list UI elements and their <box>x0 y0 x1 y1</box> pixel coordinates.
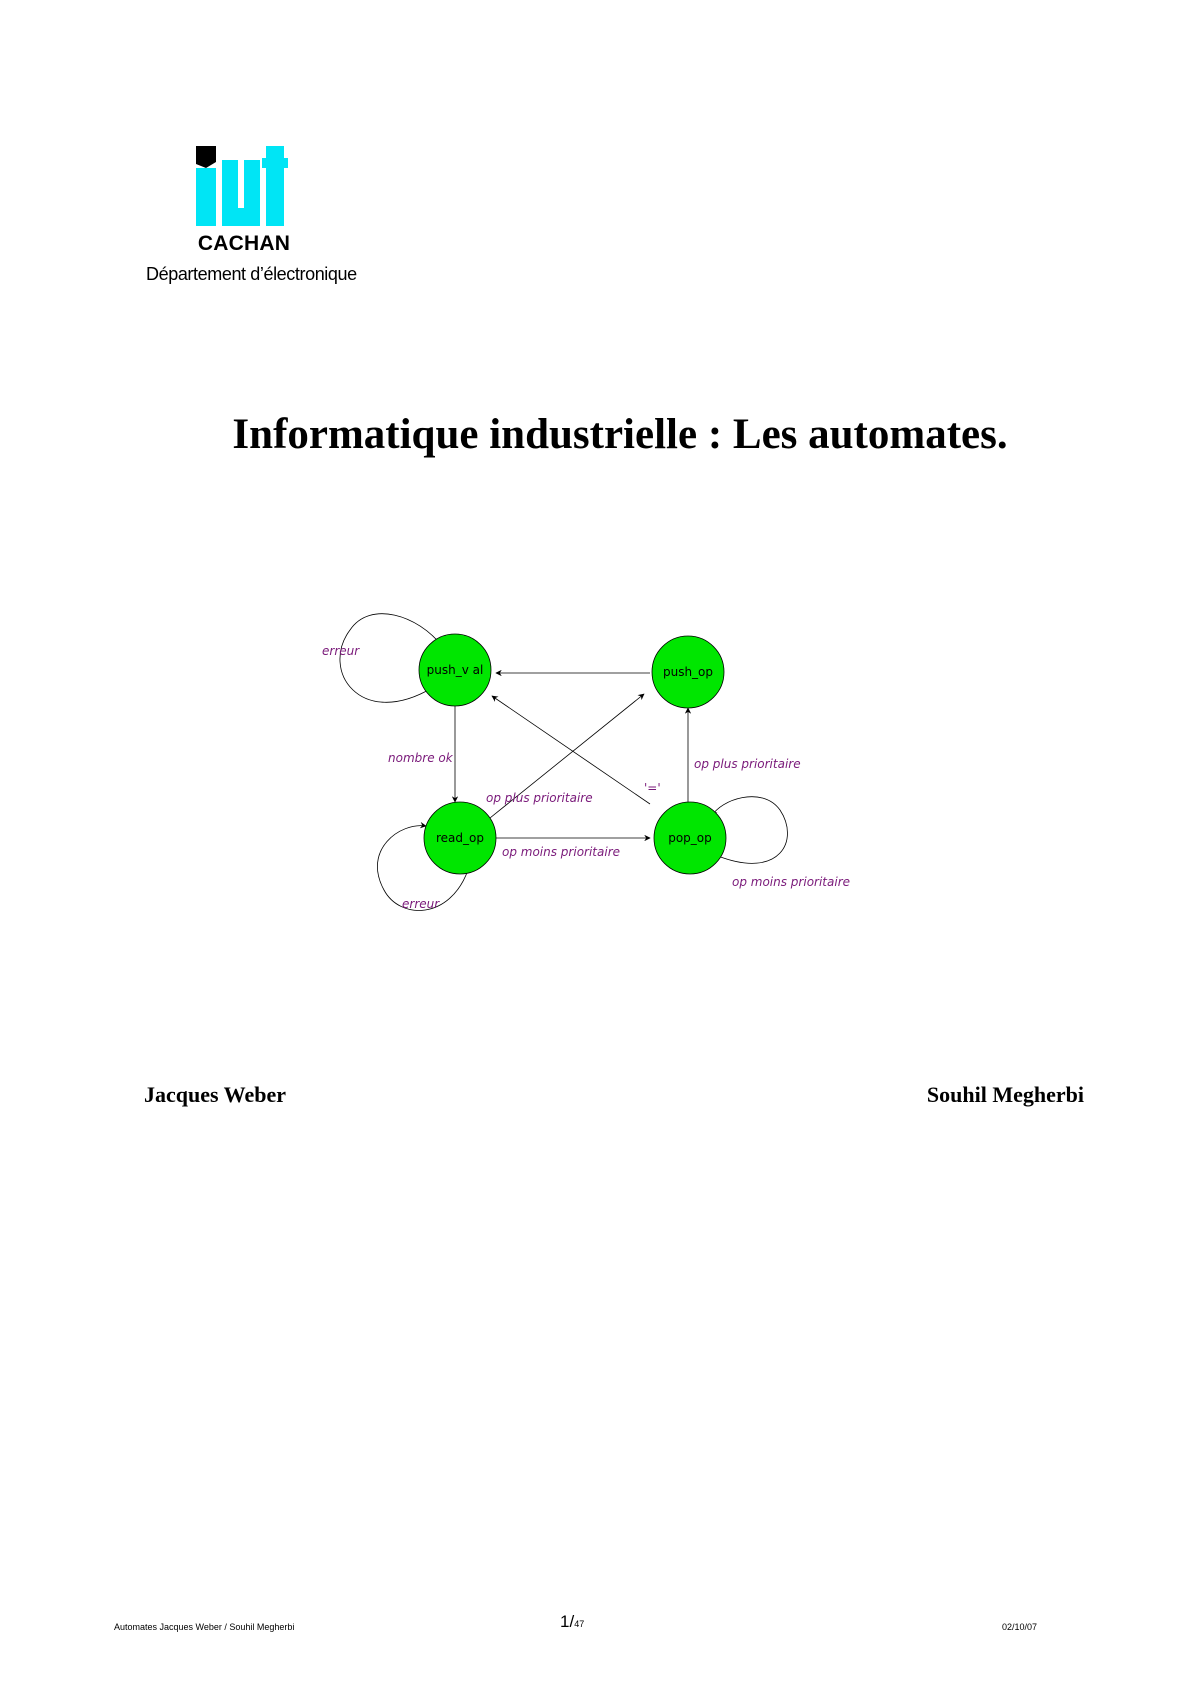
label-erreur-readop: erreur <box>402 897 440 911</box>
label-op-moins-read: op moins prioritaire <box>502 845 620 859</box>
department-name: Département d’électronique <box>146 264 357 284</box>
state-diagram: push_v al push_op read_op pop_op erreur … <box>322 613 850 911</box>
state-pop-op-label: pop_op <box>668 831 712 845</box>
page-separator: / <box>569 1612 575 1631</box>
label-op-plus-pop: op plus prioritaire <box>694 757 801 771</box>
label-equals: '=' <box>644 781 661 795</box>
state-push-val-label: push_v al <box>427 663 484 677</box>
author-left: Jacques Weber <box>144 1082 286 1107</box>
logo-caption: CACHAN <box>197 232 291 255</box>
loop-popop <box>711 796 788 864</box>
iut-logo-icon <box>196 146 288 226</box>
loop-readop <box>377 821 469 911</box>
page-number: 1/47 <box>560 1612 584 1632</box>
edge-readop-pushop <box>484 693 645 823</box>
label-erreur-pushval: erreur <box>322 644 360 658</box>
author-right: Souhil Megherbi <box>926 1082 1084 1107</box>
footer-left-text: Automates Jacques Weber / Souhil Megherb… <box>114 1622 295 1632</box>
label-op-plus-read: op plus prioritaire <box>486 791 593 805</box>
edge-popop-pushval <box>491 695 651 805</box>
page-total: 47 <box>574 1619 585 1629</box>
label-op-moins-pop: op moins prioritaire <box>732 875 850 889</box>
page-current: 1 <box>560 1612 570 1631</box>
state-push-op-label: push_op <box>663 665 713 679</box>
state-read-op-label: read_op <box>436 831 484 845</box>
loop-pushval <box>339 613 443 703</box>
document-title: Informatique industrielle : Les automate… <box>232 411 1008 458</box>
label-nombre-ok: nombre ok <box>388 751 454 765</box>
state-push-op: push_op <box>651 635 725 709</box>
footer-date: 02/10/07 <box>1001 1622 1037 1632</box>
state-push-val: push_v al <box>418 633 492 707</box>
state-pop-op: pop_op <box>653 801 727 875</box>
state-read-op: read_op <box>423 801 497 875</box>
